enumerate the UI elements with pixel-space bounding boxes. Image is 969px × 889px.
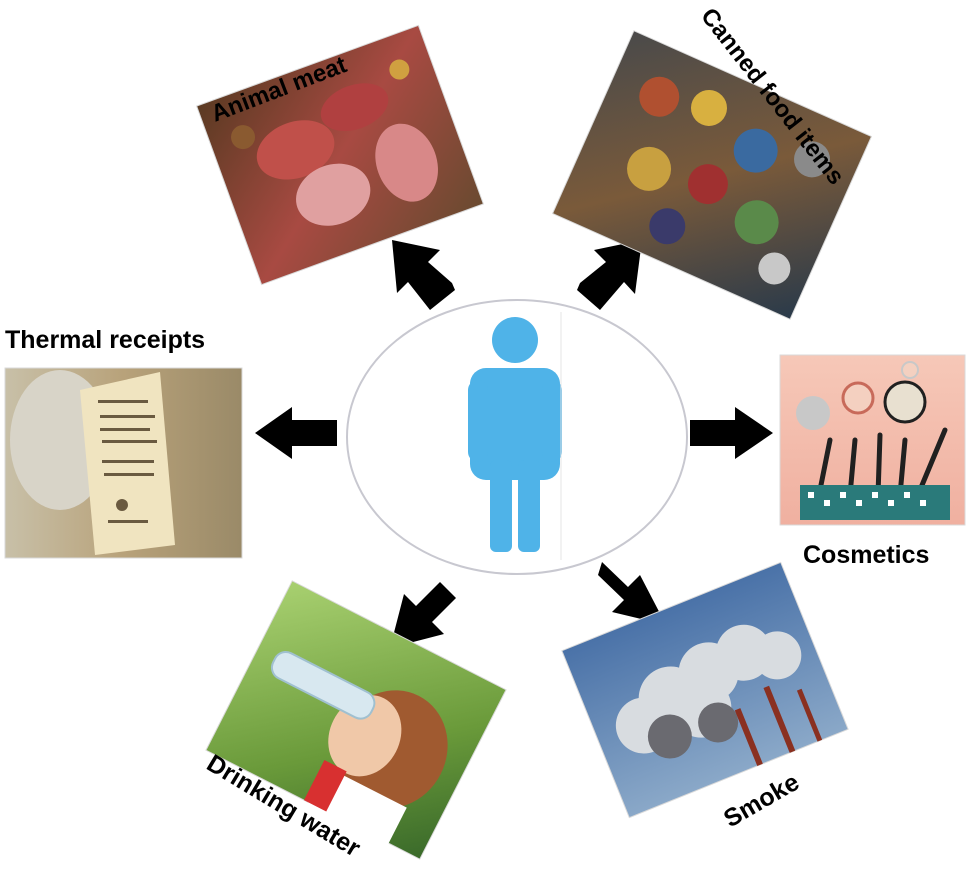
arrows — [255, 240, 773, 648]
arrow-to-animal-meat — [392, 240, 455, 310]
cosmetics-label: Cosmetics — [803, 541, 929, 569]
arrow-to-cosmetics — [690, 407, 773, 459]
arrow-to-canned-food — [577, 240, 642, 310]
canned-food-photo — [551, 30, 873, 320]
drinking-water-photo — [205, 580, 507, 860]
animal-meat-photo — [195, 24, 485, 286]
person-icon — [468, 317, 562, 552]
arrow-to-thermal-receipts — [255, 407, 337, 459]
smoke-label: Smoke — [719, 768, 804, 833]
arrow-to-drinking-water — [390, 582, 456, 648]
smoke-photo — [561, 561, 849, 819]
thermal-receipts-photo — [4, 367, 243, 559]
cosmetics-photo — [779, 354, 966, 526]
thermal-receipts-label: Thermal receipts — [5, 326, 205, 354]
arrow-to-smoke — [598, 562, 666, 625]
center-group — [346, 299, 688, 575]
